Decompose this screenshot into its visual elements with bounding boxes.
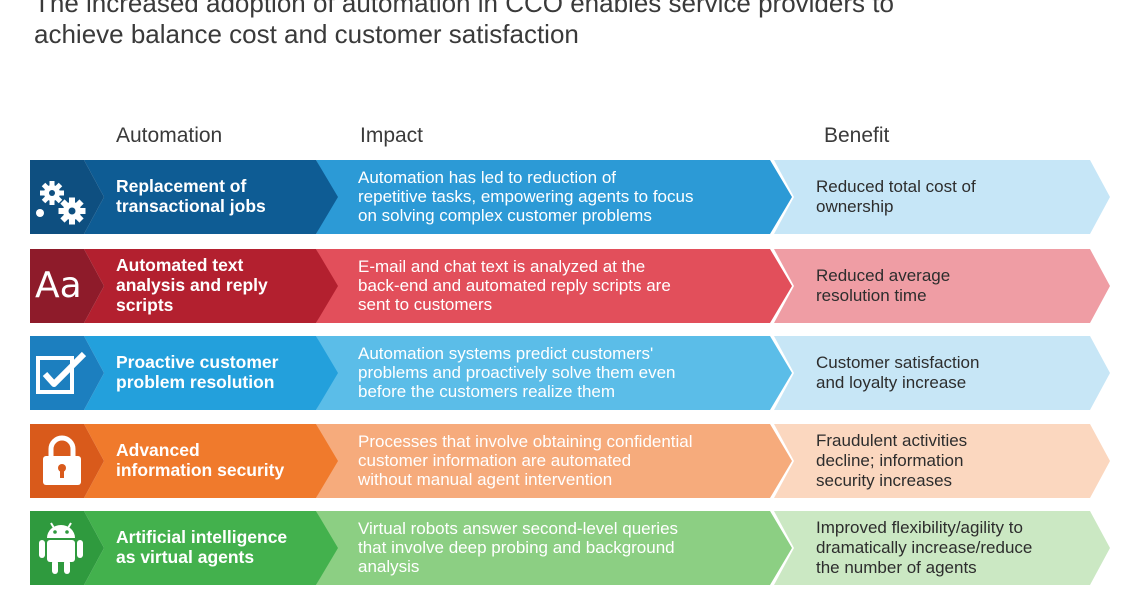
row-impact-line: on solving complex customer problems: [358, 205, 652, 225]
row-shapes: [30, 424, 1110, 498]
title-line-1: The increased adoption of automation in …: [34, 0, 894, 18]
row-label-line: Advanced: [116, 440, 200, 460]
page-title: The increased adoption of automation in …: [34, 0, 1114, 50]
row-label-line: problem resolution: [116, 372, 275, 392]
row-benefit-line: dramatically increase/reduce: [816, 538, 1033, 557]
row-impact-line: Processes that involve obtaining confide…: [358, 431, 693, 451]
impact-chevron: [316, 249, 792, 323]
impact-chevron: [316, 511, 792, 585]
header-automation: Automation: [116, 124, 223, 147]
row-benefit-line: decline; information: [816, 451, 964, 470]
row-label-line: scripts: [116, 295, 174, 315]
row-impact-line: problems and proactively solve them even: [358, 362, 676, 382]
row-impact-line: analysis: [358, 556, 420, 576]
row-benefit-line: and loyalty increase: [816, 373, 967, 392]
row-shapes: [30, 249, 1110, 323]
row-benefit-line: resolution time: [816, 286, 927, 305]
icon-block: [30, 249, 104, 323]
row-benefit-line: Reduced average: [816, 266, 951, 285]
row-label-line: Artificial intelligence: [116, 527, 288, 547]
row-shapes: [30, 336, 1110, 410]
benefit-chevron: [774, 336, 1110, 410]
row-impact: Virtual robots answer second-level queri…: [358, 519, 778, 576]
title-line-2: achieve balance cost and customer satisf…: [34, 19, 579, 49]
row-benefit-line: the number of agents: [816, 558, 977, 577]
row-impact-line: Automation has led to reduction of: [358, 167, 616, 187]
row-label-line: as virtual agents: [116, 547, 255, 567]
row-shapes: [30, 160, 1110, 234]
row-benefit-line: Improved flexibility/agility to: [816, 518, 1023, 537]
icon-block: [30, 160, 104, 234]
row-label-line: Automated text: [116, 255, 244, 275]
benefit-chevron: [774, 511, 1110, 585]
row-benefit-line: security increases: [816, 471, 953, 490]
row-impact: Processes that involve obtaining confide…: [358, 432, 778, 489]
label-chevron: [84, 424, 338, 498]
benefit-chevron: [774, 424, 1110, 498]
header-benefit: Benefit: [824, 124, 890, 147]
row-benefit-line: Fraudulent activities: [816, 431, 968, 450]
label-chevron: [84, 160, 338, 234]
row-label-line: Replacement of: [116, 176, 247, 196]
label-chevron: [84, 249, 338, 323]
label-chevron: [84, 511, 338, 585]
row-impact-line: E-mail and chat text is analyzed at the: [358, 256, 646, 276]
row-impact-line: before the customers realize them: [358, 381, 616, 401]
row-impact-line: repetitive tasks, empowering agents to f…: [358, 186, 694, 206]
benefit-chevron: [774, 249, 1110, 323]
row-label-line: information security: [116, 460, 285, 480]
impact-chevron: [316, 424, 792, 498]
row-impact-line: that involve deep probing and background: [358, 537, 675, 557]
font-aa-icon: Aa: [35, 265, 82, 306]
row-impact-line: sent to customers: [358, 294, 493, 314]
row-impact-line: Virtual robots answer second-level queri…: [358, 518, 679, 538]
label-chevron: [84, 336, 338, 410]
benefit-chevron: [774, 160, 1110, 234]
row-benefit-line: Reduced total cost of: [816, 177, 976, 196]
impact-chevron: [316, 160, 792, 234]
row-impact-line: Automation systems predict customers': [358, 343, 654, 363]
row-label-line: analysis and reply: [116, 275, 268, 295]
row-benefit-line: Customer satisfaction: [816, 353, 980, 372]
row-impact-line: customer information are automated: [358, 450, 632, 470]
row-benefit-line: ownership: [816, 197, 894, 216]
impact-chevron: [316, 336, 792, 410]
row-label-line: transactional jobs: [116, 196, 266, 216]
row-impact-line: back-end and automated reply scripts are: [358, 275, 671, 295]
header-impact: Impact: [360, 124, 424, 147]
row-label-line: Proactive customer: [116, 352, 279, 372]
row-impact-line: without manual agent intervention: [358, 469, 613, 489]
row-impact: Automation systems predict customers'pro…: [358, 344, 778, 401]
